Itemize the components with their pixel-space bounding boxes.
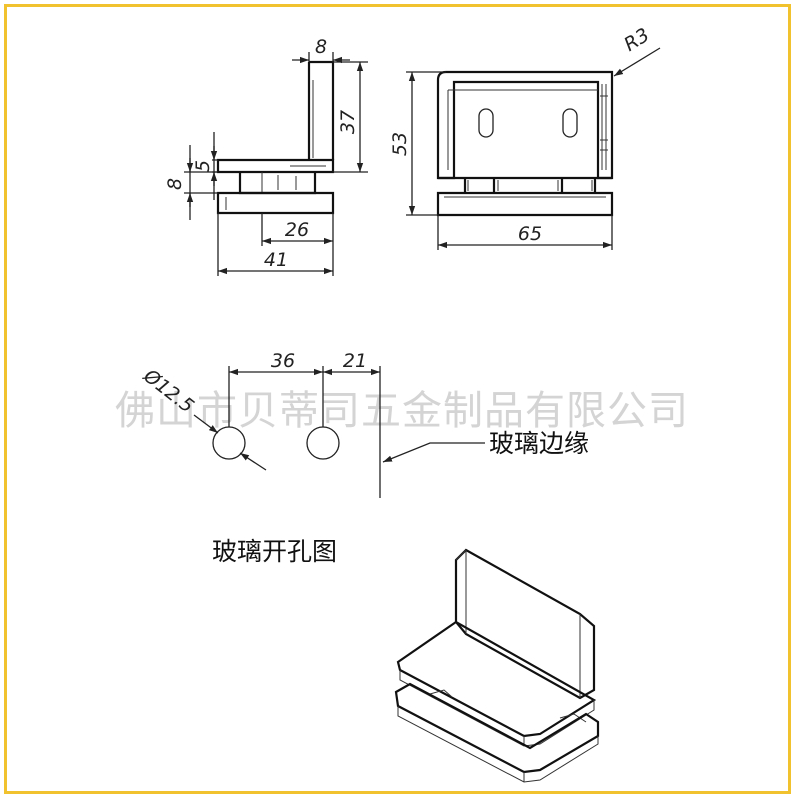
front-view: R3 53 65 [389,24,661,250]
dim-edge-21: 21 [343,350,367,372]
dim-height-37: 37 [337,110,359,134]
dim-gap-8: 8 [164,178,186,190]
dim-depth-41: 41 [264,249,288,271]
dim-height-53: 53 [389,132,411,156]
dim-radius-r3: R3 [620,24,653,56]
isometric-view [394,548,600,783]
dim-hole-spacing-36: 36 [271,350,295,372]
company-watermark: 佛山市贝蒂司五金制品有限公司 [115,388,689,434]
dim-width-65: 65 [518,223,542,245]
dim-slot-5: 5 [192,160,214,172]
side-view: 8 37 5 8 26 41 [164,36,368,276]
glass-edge-label: 玻璃边缘 [489,429,589,458]
glass-hole-drawing: 36 21 Ø12.5 玻璃边缘 玻璃开孔图 [139,350,589,566]
dim-top-width: 8 [315,36,327,58]
hole-drawing-title: 玻璃开孔图 [212,537,337,566]
dim-inner-26: 26 [285,219,309,241]
yellow-border-frame [4,4,791,794]
